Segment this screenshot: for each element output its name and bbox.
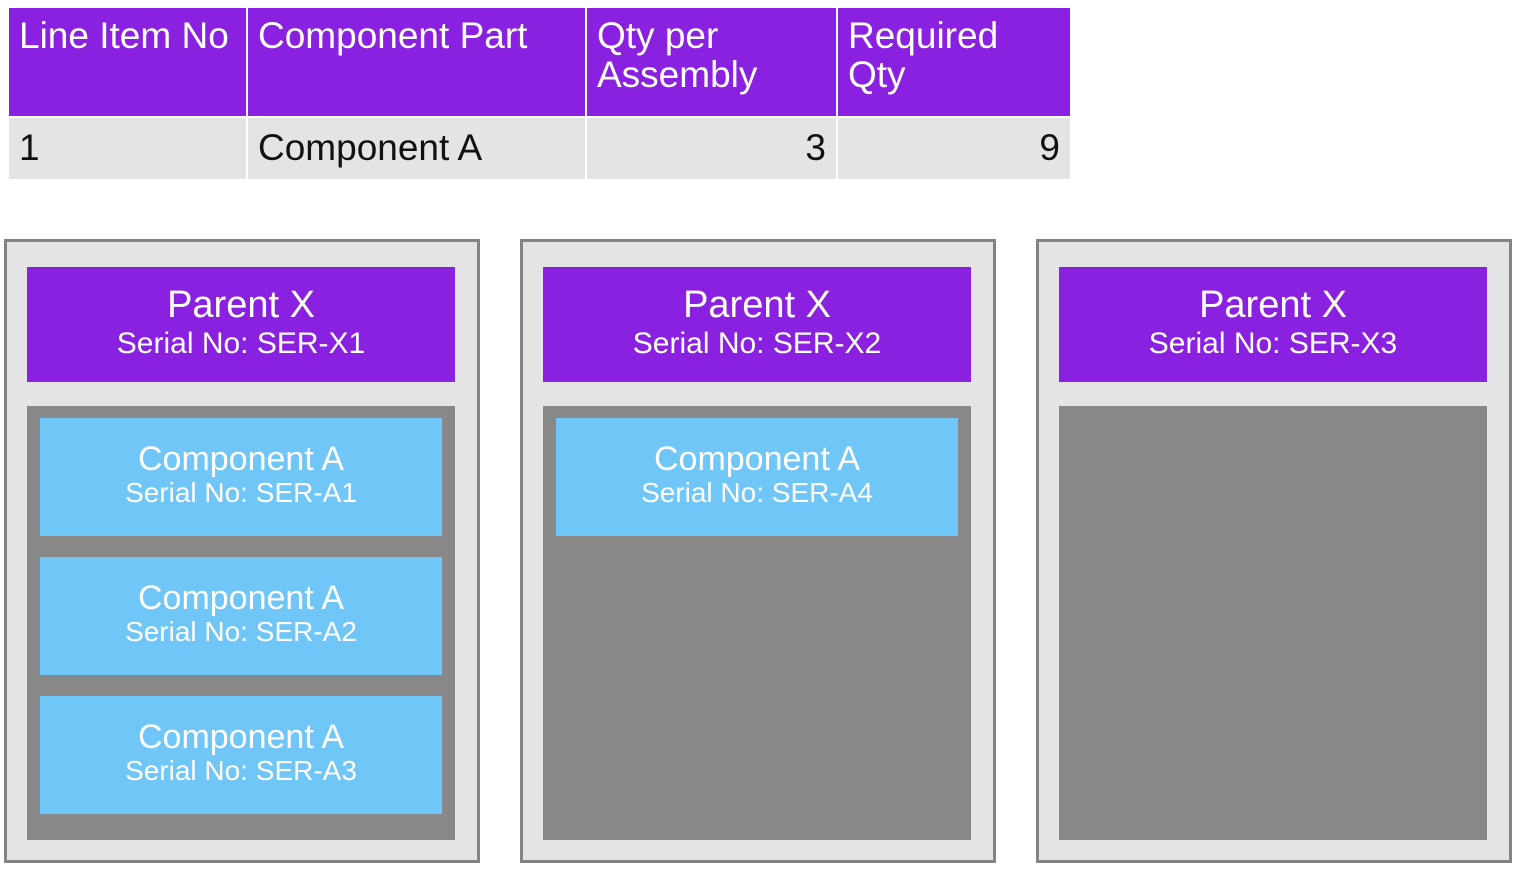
column-header-required-qty: Required Qty <box>838 8 1070 116</box>
cell-component-part: Component A <box>248 118 585 180</box>
component-slot-container: Component A Serial No: SER-A4 <box>543 406 971 840</box>
parent-title: Parent X <box>683 284 831 327</box>
bom-table-header: Line Item No Component Part Qty per Asse… <box>9 8 1070 116</box>
component-title: Component A <box>137 718 345 757</box>
component-slot-container-empty <box>1059 406 1487 840</box>
component-serial: Serial No: SER-A2 <box>125 615 357 647</box>
component-box: Component A Serial No: SER-A2 <box>40 557 442 675</box>
component-serial: Serial No: SER-A3 <box>125 754 357 786</box>
parent-serial: Serial No: SER-X1 <box>116 326 366 360</box>
cell-required-qty: 9 <box>838 118 1070 180</box>
parent-card: Parent X Serial No: SER-X3 <box>1036 239 1512 863</box>
parent-title: Parent X <box>1199 284 1347 327</box>
column-header-line-item-no: Line Item No <box>9 8 246 116</box>
column-header-component-part: Component Part <box>248 8 585 116</box>
component-title: Component A <box>137 440 345 479</box>
component-slot-container: Component A Serial No: SER-A1 Component … <box>27 406 455 840</box>
component-box: Component A Serial No: SER-A3 <box>40 696 442 814</box>
bom-table: Line Item No Component Part Qty per Asse… <box>7 6 1072 181</box>
parent-card: Parent X Serial No: SER-X2 Component A S… <box>520 239 996 863</box>
parent-header-box: Parent X Serial No: SER-X3 <box>1059 267 1487 382</box>
component-box: Component A Serial No: SER-A1 <box>40 418 442 536</box>
component-serial: Serial No: SER-A4 <box>641 476 873 508</box>
parent-card-list: Parent X Serial No: SER-X1 Component A S… <box>4 239 1512 863</box>
parent-header-box: Parent X Serial No: SER-X1 <box>27 267 455 382</box>
cell-line-item-no: 1 <box>9 118 246 180</box>
component-box: Component A Serial No: SER-A4 <box>556 418 958 536</box>
cell-qty-per-assembly: 3 <box>587 118 836 180</box>
parent-header-box: Parent X Serial No: SER-X2 <box>543 267 971 382</box>
parent-serial: Serial No: SER-X2 <box>632 326 882 360</box>
parent-card: Parent X Serial No: SER-X1 Component A S… <box>4 239 480 863</box>
table-header-row: Line Item No Component Part Qty per Asse… <box>9 8 1070 116</box>
parent-serial: Serial No: SER-X3 <box>1148 326 1398 360</box>
component-serial: Serial No: SER-A1 <box>125 476 357 508</box>
bom-table-body: 1 Component A 3 9 <box>9 118 1070 180</box>
column-header-qty-per-assembly: Qty per Assembly <box>587 8 836 116</box>
parent-title: Parent X <box>167 284 315 327</box>
component-title: Component A <box>137 579 345 618</box>
table-row: 1 Component A 3 9 <box>9 118 1070 180</box>
component-title: Component A <box>653 440 861 479</box>
